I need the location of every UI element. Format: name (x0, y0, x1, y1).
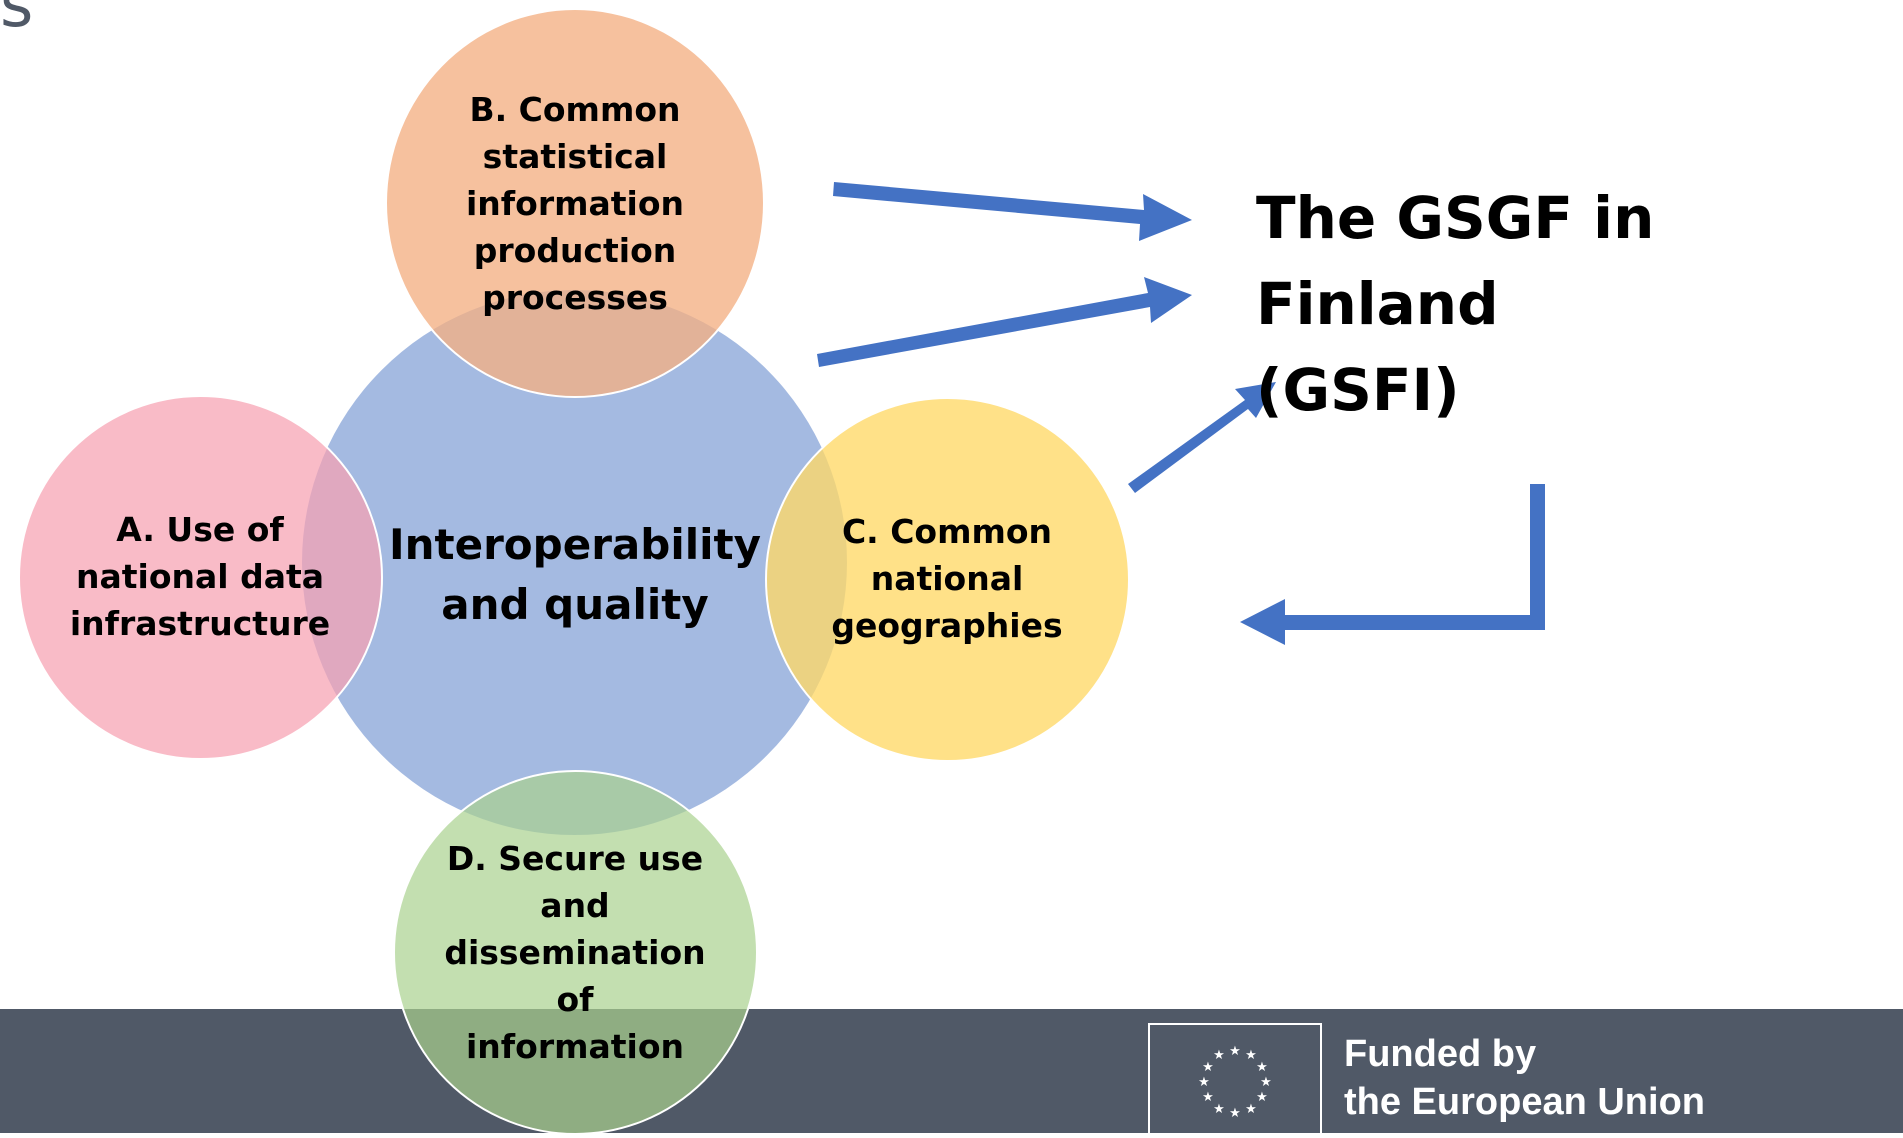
eu-stars-icon: ★ ★ ★ ★ ★ ★ ★ ★ ★ ★ ★ ★ (1198, 1044, 1272, 1121)
circle-d (393, 770, 758, 1135)
circle-d-label: D. Secure use and dissemination of infor… (444, 839, 706, 1066)
svg-text:★: ★ (1198, 1075, 1210, 1090)
svg-text:★: ★ (1202, 1090, 1214, 1105)
svg-text:★: ★ (1229, 1044, 1241, 1059)
arrow-middle-icon (817, 277, 1192, 367)
svg-text:★: ★ (1213, 1102, 1225, 1117)
partial-heading-glyph: s (0, 0, 34, 42)
footer-bar (0, 1009, 1903, 1133)
svg-text:★: ★ (1229, 1106, 1241, 1121)
svg-text:★: ★ (1245, 1048, 1257, 1063)
gsfi-title: The GSGF in Finland (GSFI) (1256, 184, 1655, 424)
arrow-top-icon (833, 182, 1192, 241)
circle-b-label: B. Common statistical information produc… (465, 90, 684, 317)
circle-b (385, 8, 765, 398)
svg-text:★: ★ (1213, 1048, 1225, 1063)
eu-flag: ★ ★ ★ ★ ★ ★ ★ ★ ★ ★ ★ ★ (1148, 1023, 1322, 1133)
svg-text:★: ★ (1202, 1060, 1214, 1075)
svg-text:★: ★ (1260, 1075, 1272, 1090)
circle-c (765, 397, 1130, 762)
circle-c-label: C. Common national geographies (831, 512, 1063, 645)
svg-text:★: ★ (1256, 1090, 1268, 1105)
svg-text:★: ★ (1245, 1102, 1257, 1117)
arrow-return-icon (1240, 484, 1545, 645)
circle-a-label: A. Use of national data infrastructure (69, 510, 331, 643)
svg-text:★: ★ (1256, 1060, 1268, 1075)
circle-a (18, 395, 383, 760)
arrow-diagonal-icon (1128, 382, 1276, 493)
funded-by-eu-text: Funded by the European Union (1344, 1033, 1705, 1123)
center-label: Interoperability and quality (389, 520, 761, 629)
